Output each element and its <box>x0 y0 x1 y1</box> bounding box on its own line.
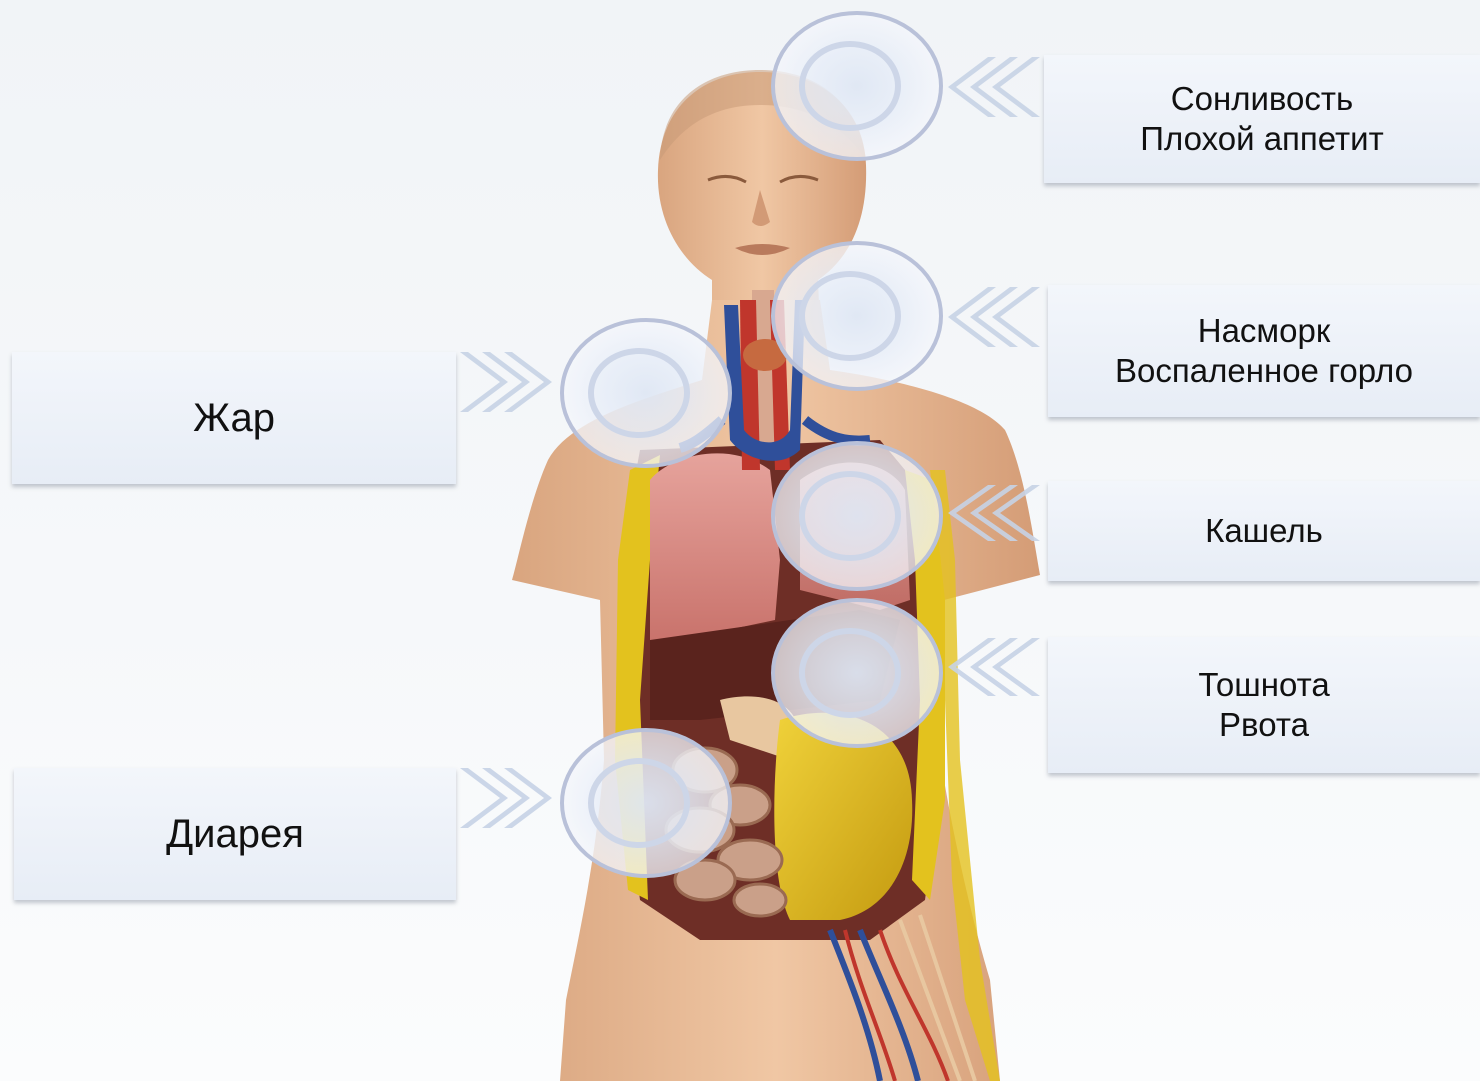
symptom-label: Тошнота <box>1198 665 1329 705</box>
marker-circle-shoulder[interactable] <box>562 320 730 466</box>
chevron-left-icon <box>948 287 1040 347</box>
marker-circle-throat[interactable] <box>773 243 941 389</box>
marker-circle-stomach[interactable] <box>773 600 941 746</box>
symptom-box-fever[interactable]: Жар <box>12 352 456 484</box>
chevron-right-icon <box>460 352 552 412</box>
symptom-box-sleepiness[interactable]: Сонливость Плохой аппетит <box>1044 55 1480 183</box>
symptom-label: Кашель <box>1205 511 1323 551</box>
symptom-box-runny-nose[interactable]: Насморк Воспаленное горло <box>1048 285 1480 417</box>
marker-circle-chest[interactable] <box>773 443 941 589</box>
symptom-box-cough[interactable]: Кашель <box>1048 481 1480 581</box>
symptom-label: Жар <box>193 394 275 442</box>
symptom-label: Рвота <box>1219 705 1309 745</box>
chevron-left-icon <box>948 57 1040 117</box>
symptom-label: Плохой аппетит <box>1140 119 1383 159</box>
marker-circle-head[interactable] <box>773 13 941 159</box>
symptom-box-diarrhea[interactable]: Диарея <box>14 768 456 900</box>
chevron-right-icon <box>460 768 552 828</box>
marker-circle-intestine[interactable] <box>562 730 730 876</box>
chevron-left-icon <box>948 638 1040 696</box>
symptom-label: Воспаленное горло <box>1115 351 1413 391</box>
symptom-box-nausea[interactable]: Тошнота Рвота <box>1048 637 1480 773</box>
torso <box>512 70 1040 1081</box>
symptom-label: Насморк <box>1198 311 1331 351</box>
symptom-label: Сонливость <box>1171 79 1353 119</box>
symptom-label: Диарея <box>166 810 304 858</box>
